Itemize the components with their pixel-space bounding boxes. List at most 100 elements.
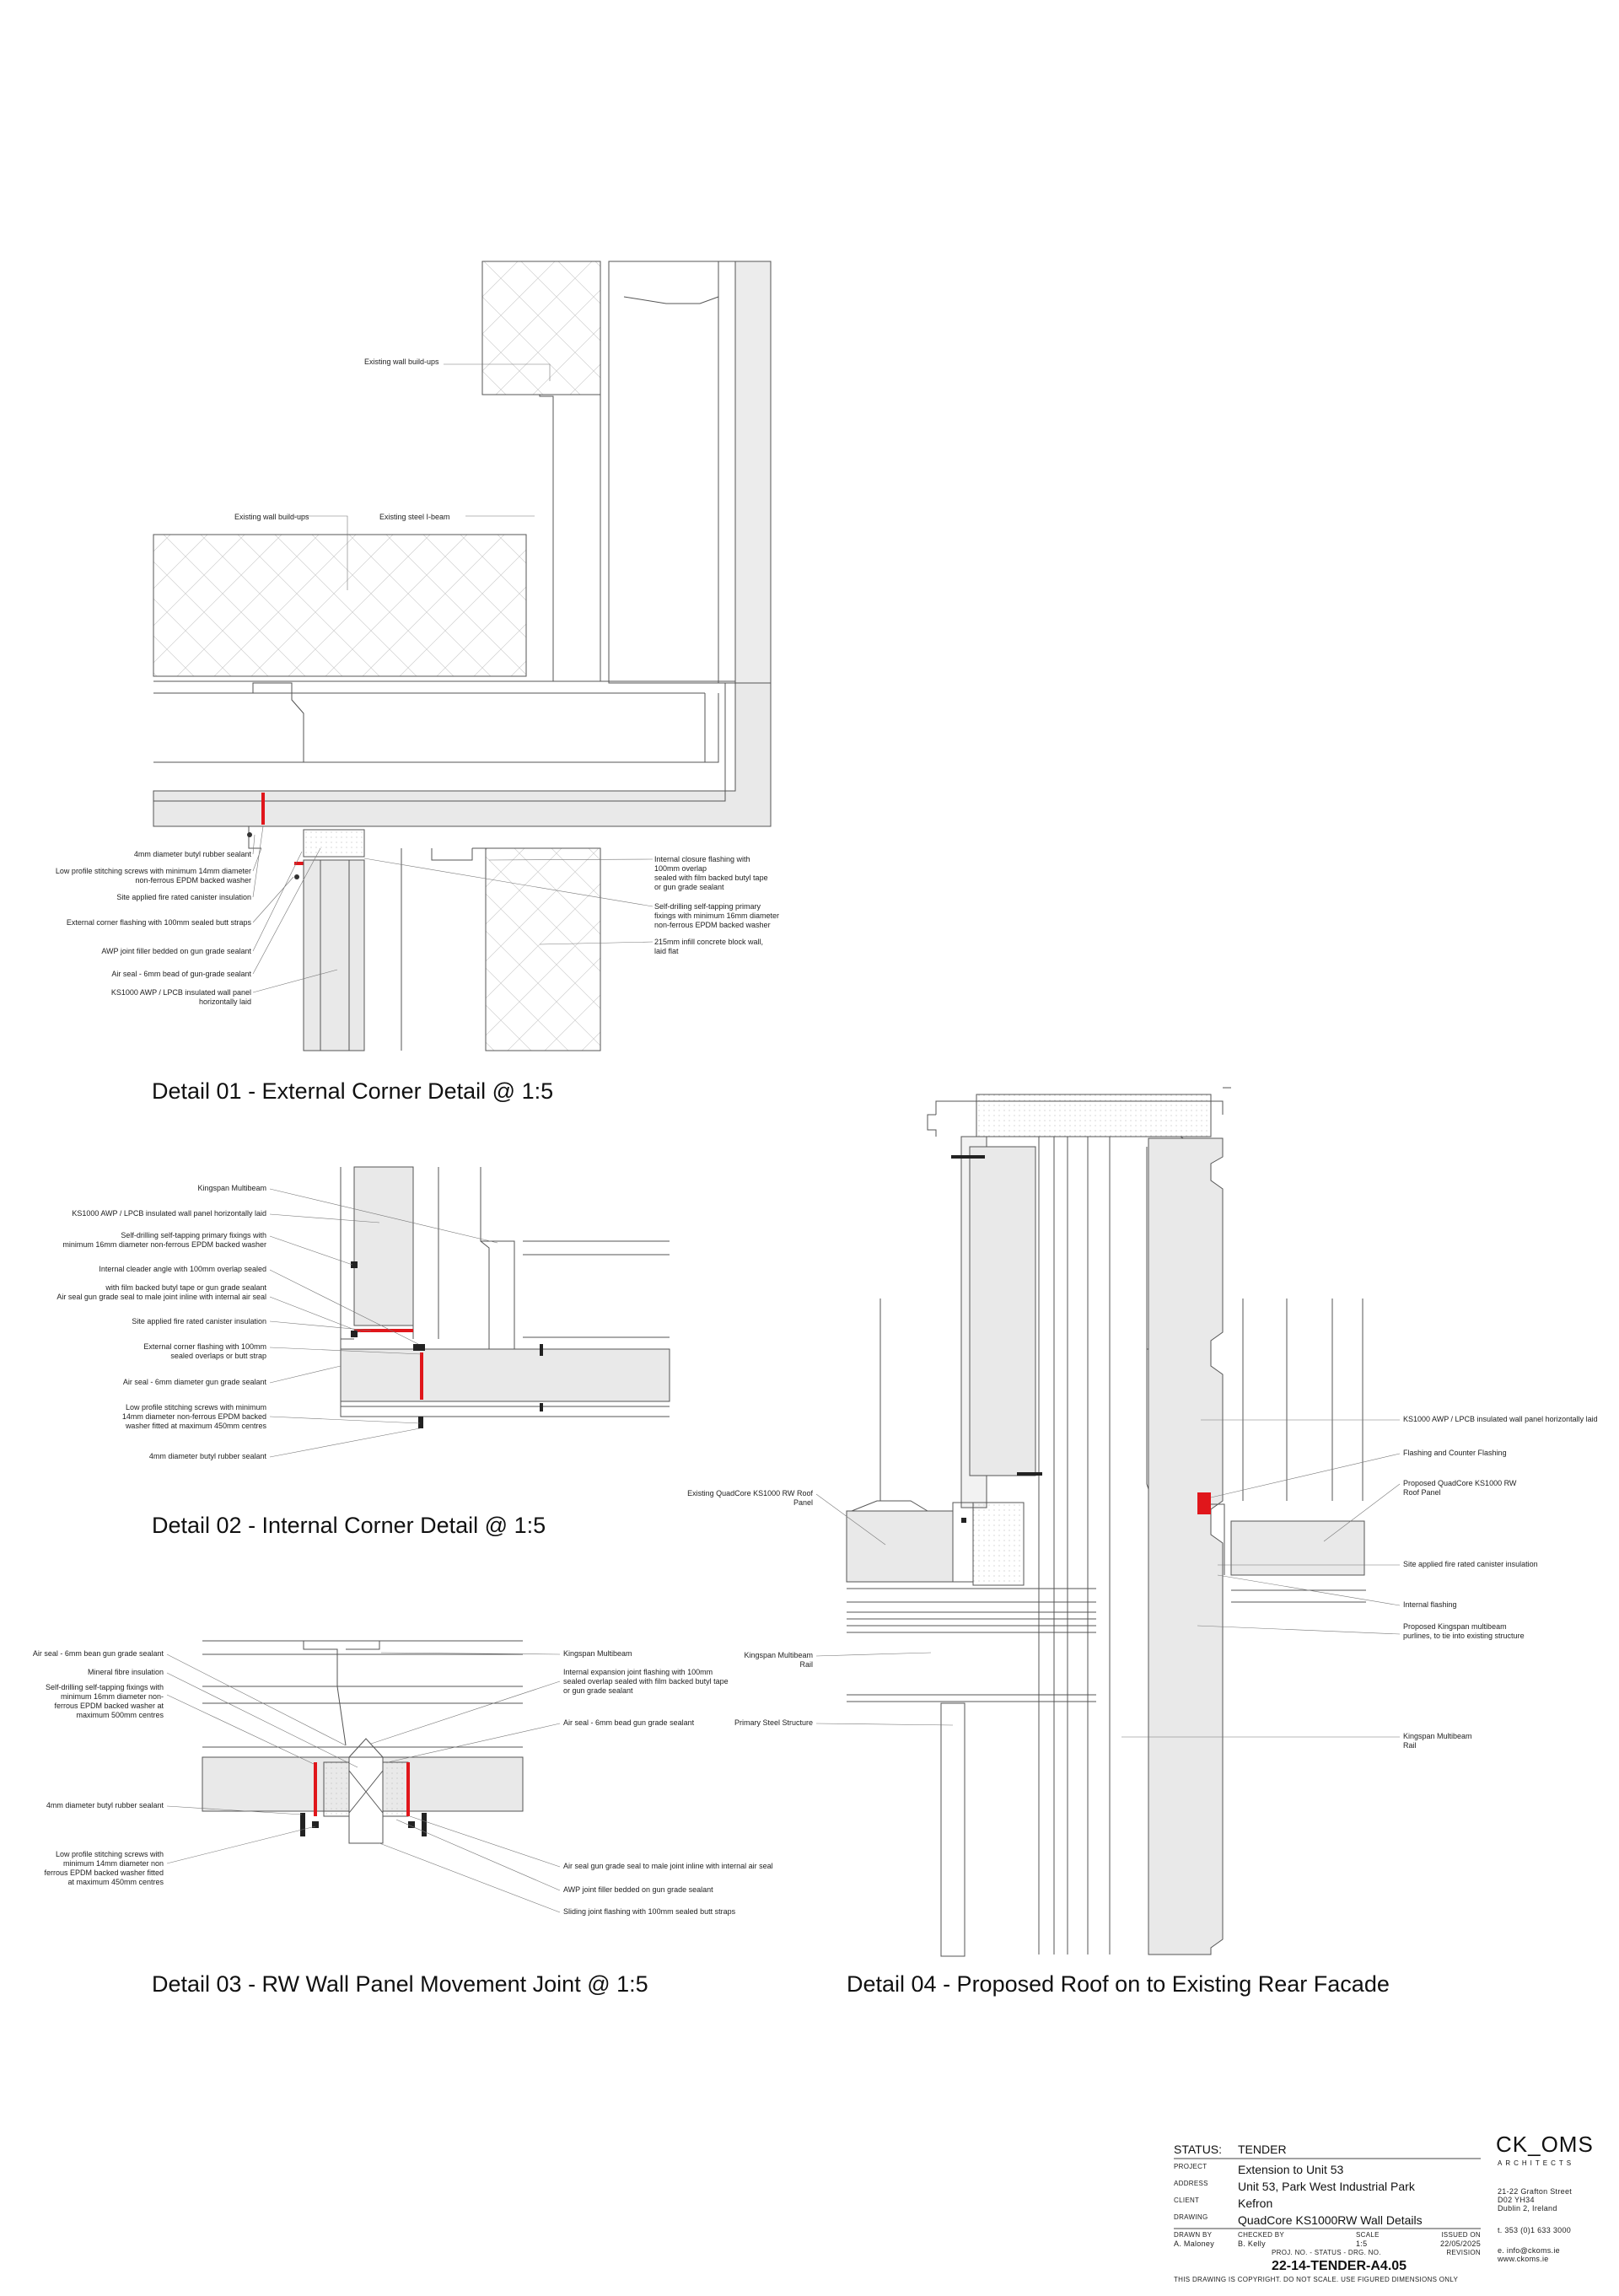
d4-label-wall-panel: KS1000 AWP / LPCB insulated wall panel h… bbox=[1403, 1415, 1598, 1423]
d3-label-mineral-fibre: Mineral fibre insulation bbox=[88, 1668, 164, 1676]
firm-phone: t. 353 (0)1 633 3000 bbox=[1498, 2226, 1571, 2234]
scale-value: 1:5 bbox=[1356, 2240, 1367, 2248]
firm-logo: CK_OMS bbox=[1496, 2132, 1594, 2157]
d1-label-steel-ibeam: Existing steel I-beam bbox=[379, 513, 450, 521]
drawn-by-value: A. Maloney bbox=[1174, 2240, 1214, 2248]
detail-01-labels: Existing wall build-ups Existing wall bu… bbox=[56, 358, 779, 1006]
detail-02-title: Detail 02 - Internal Corner Detail @ 1:5 bbox=[152, 1513, 546, 1538]
d1-label-primary-fixings-1: Self-drilling self-tapping primary bbox=[654, 902, 761, 911]
d1-label-existing-wall-upper: Existing wall build-ups bbox=[364, 358, 439, 366]
client-label: CLIENT bbox=[1174, 2197, 1199, 2204]
detail-01-leaders bbox=[252, 363, 654, 993]
detail-04-drawing bbox=[846, 1087, 1366, 1957]
d4-label-multibeam-rail-1: Kingspan Multibeam bbox=[744, 1651, 813, 1659]
detail-03-leaders bbox=[166, 1652, 561, 1913]
d3-label-air-seal: Air seal - 6mm bean gun grade sealant bbox=[33, 1649, 164, 1658]
checked-by-label: CHECKED BY bbox=[1238, 2231, 1284, 2239]
d4-label-flashing: Flashing and Counter Flashing bbox=[1403, 1449, 1507, 1457]
d2-label-air-seal: Air seal - 6mm diameter gun grade sealan… bbox=[123, 1378, 267, 1386]
detail-01-title: Detail 01 - External Corner Detail @ 1:5 bbox=[152, 1078, 553, 1104]
d2-label-cleader-angle: Internal cleader angle with 100mm overla… bbox=[99, 1265, 266, 1273]
copyright-note: THIS DRAWING IS COPYRIGHT. DO NOT SCALE.… bbox=[1174, 2276, 1459, 2283]
firm-web: www.ckoms.ie bbox=[1497, 2255, 1549, 2263]
d1-label-stitching-screws-2: non-ferrous EPDM backed washer bbox=[135, 876, 251, 885]
title-block: STATUS: TENDER PROJECT Extension to Unit… bbox=[1174, 2143, 1481, 2283]
d4-label-existing-roof-1: Existing QuadCore KS1000 RW Roof bbox=[687, 1489, 813, 1498]
d1-label-canister-insulation: Site applied fire rated canister insulat… bbox=[116, 893, 251, 901]
firm-address-1: 21-22 Grafton Street bbox=[1498, 2187, 1572, 2196]
d1-label-joint-filler: AWP joint filler bedded on gun grade sea… bbox=[101, 947, 251, 955]
detail-04-labels: Existing QuadCore KS1000 RW Roof Panel K… bbox=[687, 1415, 1598, 1750]
d1-label-internal-closure-3: sealed with film backed butyl tape bbox=[654, 874, 768, 882]
detail-03-labels: Air seal - 6mm bean gun grade sealant Mi… bbox=[33, 1649, 773, 1916]
d4-label-proposed-roof-1: Proposed QuadCore KS1000 RW bbox=[1403, 1479, 1517, 1487]
d2-label-butyl-sealant: 4mm diameter butyl rubber sealant bbox=[149, 1452, 267, 1460]
drawing-label: DRAWING bbox=[1174, 2213, 1208, 2221]
d1-label-primary-fixings-2: fixings with minimum 16mm diameter bbox=[654, 911, 779, 920]
drawing-number: 22-14-TENDER-A4.05 bbox=[1272, 2259, 1407, 2273]
d3-label-fixings-1: Self-drilling self-tapping fixings with bbox=[46, 1683, 164, 1691]
d3-label-expansion-3: or gun grade sealant bbox=[563, 1686, 633, 1695]
d3-label-air-seal-male: Air seal gun grade seal to male joint in… bbox=[563, 1862, 773, 1870]
detail-01-drawing bbox=[153, 261, 772, 1051]
d4-label-multibeam-rail-r2: Rail bbox=[1403, 1741, 1417, 1750]
d4-label-multibeam-rail-2: Rail bbox=[799, 1660, 813, 1669]
d1-label-corner-flashing: External corner flashing with 100mm seal… bbox=[67, 918, 252, 927]
d2-label-primary-fixings-2: minimum 16mm diameter non-ferrous EPDM b… bbox=[62, 1240, 266, 1249]
d1-label-block-wall-2: laid flat bbox=[654, 947, 679, 955]
d2-label-stitching-3: washer fitted at maximum 450mm centres bbox=[125, 1422, 267, 1430]
d3-label-joint-filler: AWP joint filler bedded on gun grade sea… bbox=[563, 1885, 713, 1894]
project-label: PROJECT bbox=[1174, 2163, 1207, 2170]
d1-label-butyl-sealant: 4mm diameter butyl rubber sealant bbox=[134, 850, 252, 858]
scale-label: SCALE bbox=[1356, 2231, 1380, 2239]
d4-label-canister-insulation: Site applied fire rated canister insulat… bbox=[1403, 1560, 1538, 1568]
address-value: Unit 53, Park West Industrial Park bbox=[1238, 2180, 1416, 2193]
d4-label-existing-roof-2: Panel bbox=[793, 1498, 813, 1507]
d4-label-proposed-multibeam-1: Proposed Kingspan multibeam bbox=[1403, 1622, 1507, 1631]
d3-label-air-seal-bead: Air seal - 6mm bead gun grade sealant bbox=[563, 1718, 695, 1727]
d3-label-fixings-2: minimum 16mm diameter non- bbox=[61, 1692, 164, 1701]
d3-label-fixings-3: ferrous EPDM backed washer at bbox=[54, 1702, 164, 1710]
d4-label-internal-flashing: Internal flashing bbox=[1403, 1600, 1457, 1609]
d2-label-multibeam: Kingspan Multibeam bbox=[197, 1184, 266, 1192]
firm-block: CK_OMS ARCHITECTS 21-22 Grafton Street D… bbox=[1496, 2132, 1594, 2263]
project-value: Extension to Unit 53 bbox=[1238, 2163, 1344, 2176]
drawing-value: QuadCore KS1000RW Wall Details bbox=[1238, 2213, 1423, 2227]
detail-03-drawing bbox=[202, 1640, 524, 1844]
d3-label-multibeam: Kingspan Multibeam bbox=[563, 1649, 632, 1658]
d1-label-stitching-screws-1: Low profile stitching screws with minimu… bbox=[56, 867, 251, 875]
address-label: ADDRESS bbox=[1174, 2180, 1208, 2187]
d2-label-corner-flashing-1: External corner flashing with 100mm bbox=[143, 1342, 266, 1351]
status-label: STATUS: bbox=[1174, 2143, 1222, 2156]
firm-email: e. info@ckoms.ie bbox=[1498, 2246, 1560, 2255]
d3-label-stitching-1: Low profile stitching screws with bbox=[56, 1850, 164, 1858]
firm-address-3: Dublin 2, Ireland bbox=[1498, 2204, 1557, 2213]
issued-on-value: 22/05/2025 bbox=[1440, 2240, 1481, 2248]
revision-label: REVISION bbox=[1446, 2249, 1481, 2256]
d3-label-sliding-joint: Sliding joint flashing with 100mm sealed… bbox=[563, 1907, 736, 1916]
d3-label-butyl-sealant: 4mm diameter butyl rubber sealant bbox=[46, 1801, 164, 1809]
firm-address-2: D02 YH34 bbox=[1498, 2196, 1535, 2204]
detail-02-leaders bbox=[269, 1188, 498, 1458]
d2-label-air-seal-male: Air seal gun grade seal to male joint in… bbox=[56, 1293, 266, 1301]
d2-label-canister-insulation: Site applied fire rated canister insulat… bbox=[132, 1317, 266, 1325]
d2-label-corner-flashing-2: sealed overlaps or butt strap bbox=[170, 1352, 266, 1360]
detail-04-leaders bbox=[815, 1419, 1401, 1738]
d3-label-stitching-3: ferrous EPDM backed washer fitted bbox=[44, 1869, 164, 1877]
detail-02-drawing bbox=[340, 1166, 670, 1428]
firm-logo-sub: ARCHITECTS bbox=[1498, 2159, 1574, 2167]
d1-label-existing-wall-left: Existing wall build-ups bbox=[234, 513, 309, 521]
proj-no-label: PROJ. NO. - STATUS - DRG. NO. bbox=[1272, 2249, 1381, 2256]
d1-label-block-wall-1: 215mm infill concrete block wall, bbox=[654, 938, 763, 946]
d2-label-wall-panel: KS1000 AWP / LPCB insulated wall panel h… bbox=[72, 1209, 266, 1218]
detail-04-title: Detail 04 - Proposed Roof on to Existing… bbox=[847, 1971, 1390, 1997]
d2-label-stitching-2: 14mm diameter non-ferrous EPDM backed bbox=[122, 1412, 266, 1421]
drawn-by-label: DRAWN BY bbox=[1174, 2231, 1213, 2239]
d2-label-stitching-1: Low profile stitching screws with minimu… bbox=[126, 1403, 266, 1411]
detail-03-title: Detail 03 - RW Wall Panel Movement Joint… bbox=[152, 1971, 648, 1997]
d4-label-proposed-roof-2: Roof Panel bbox=[1403, 1488, 1441, 1497]
d1-label-internal-closure-1: Internal closure flashing with bbox=[654, 855, 750, 863]
d3-label-stitching-2: minimum 14mm diameter non bbox=[63, 1859, 164, 1868]
